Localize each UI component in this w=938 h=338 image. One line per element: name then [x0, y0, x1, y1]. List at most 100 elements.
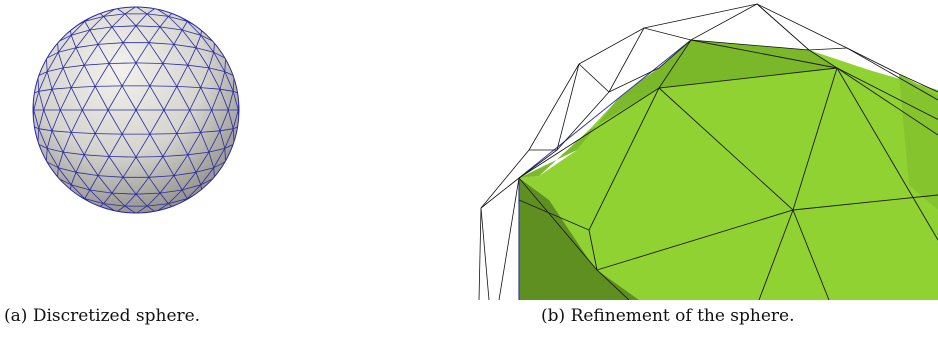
- sphere-mesh-edge: [111, 13, 126, 28]
- sphere-mesh-edge: [135, 177, 150, 195]
- sphere-mesh-edge: [59, 109, 72, 133]
- caption-b: (b) Refinement of the sphere.: [541, 306, 795, 326]
- sphere-mesh-edge: [147, 203, 169, 207]
- sphere-mesh-edge: [63, 151, 85, 156]
- sphere-mesh-edge: [70, 87, 83, 111]
- sphere-mesh-edge: [47, 148, 64, 153]
- caption-a: (a) Discretized sphere.: [4, 306, 200, 326]
- sphere-mesh-edge: [159, 26, 183, 31]
- refined-edge-blue-top: [518, 39, 692, 179]
- sphere-mesh-edge: [187, 151, 209, 156]
- sphere-mesh-edge: [148, 175, 174, 178]
- sphere-mesh-edge: [57, 151, 64, 168]
- sphere-mesh-edge: [51, 89, 61, 111]
- sphere-mesh-edge: [121, 109, 137, 135]
- sphere-mesh-edge: [46, 71, 53, 90]
- sphere-mesh-edge: [176, 65, 189, 87]
- sphere-mesh-edge: [195, 151, 210, 173]
- sphere-mesh-edge: [135, 193, 148, 207]
- sphere-mesh-edge: [121, 85, 137, 111]
- sphere-mesh-edge: [103, 13, 125, 17]
- sphere-mesh-edge: [213, 161, 226, 169]
- sphere-mesh-edge: [219, 130, 226, 149]
- sphere-mesh-edge: [195, 47, 210, 69]
- sphere-mesh-edge: [124, 13, 137, 27]
- sphere-mesh-edge: [38, 71, 48, 92]
- sphere-mesh-edge: [94, 63, 110, 87]
- sphere-mesh-edge: [51, 130, 72, 133]
- subfigure-b: (b) Refinement of the sphere.: [469, 0, 938, 338]
- sphere-mesh-edge: [163, 86, 178, 111]
- sphere-mesh-edge: [181, 21, 188, 31]
- sphere-mesh-edge: [62, 151, 77, 173]
- sphere-mesh-edge: [135, 25, 150, 43]
- sphere-mesh-edge: [195, 167, 214, 173]
- sphere-mesh-edge: [75, 44, 99, 49]
- sphere-mesh-edge: [224, 71, 234, 92]
- sphere-mesh-edge: [46, 161, 59, 169]
- sphere-mesh-edge: [176, 132, 201, 134]
- sphere-mesh-edge: [195, 172, 202, 185]
- sphere-mesh-edge: [200, 167, 215, 186]
- sphere-mesh-edge: [81, 86, 96, 111]
- sphere-mesh-edge: [159, 189, 183, 194]
- sphere-mesh-edge: [195, 47, 214, 53]
- sphere-mesh-edge: [208, 151, 215, 168]
- sphere-mesh-edge: [208, 67, 221, 90]
- sphere-mesh-edge: [176, 133, 189, 155]
- sphere-mesh-edge: [103, 203, 125, 207]
- sphere-mesh-edge: [163, 109, 178, 134]
- sphere-mesh-edge: [208, 52, 215, 69]
- sphere-mesh-edge: [121, 62, 137, 87]
- sphere-mesh-edge: [187, 132, 202, 155]
- sphere-mesh-edge: [200, 67, 210, 88]
- sphere-mesh-edge: [224, 58, 226, 72]
- sphere-mesh-edge: [46, 51, 59, 59]
- sphere-mesh-edge: [94, 109, 109, 134]
- sphere-mesh-edge: [57, 34, 72, 53]
- sphere-mesh-edge: [38, 128, 48, 149]
- sphere-mesh-edge: [232, 109, 239, 129]
- sphere-mesh-edge: [83, 133, 96, 155]
- sphere-mesh-edge: [89, 29, 99, 45]
- sphere-mesh-edge: [62, 67, 72, 88]
- discretized-sphere-illustration: [32, 6, 240, 214]
- sphere-mesh-edge: [58, 167, 77, 173]
- sphere-mesh-edge: [70, 35, 77, 48]
- sphere-mesh-edge: [62, 47, 77, 69]
- sphere-mesh-edge: [149, 85, 177, 87]
- sphere-mesh-edge: [98, 175, 124, 178]
- sphere-mesh-edge: [187, 154, 197, 173]
- sphere-mesh-edge: [211, 109, 221, 131]
- sphere-mesh-edge: [213, 148, 226, 168]
- sphere-mesh-edge: [162, 44, 175, 64]
- sphere-mesh-edge: [75, 171, 99, 176]
- sphere-mesh-edge: [46, 52, 59, 72]
- sphere-mesh-edge: [97, 156, 110, 176]
- sphere-mesh-edge: [159, 175, 175, 194]
- sphere-mesh-edge: [71, 132, 96, 134]
- caption-a-text: Discretized sphere.: [32, 306, 201, 326]
- sphere-mesh-edge: [70, 172, 77, 185]
- sphere-mesh-edge: [135, 7, 148, 15]
- sphere-mesh-edge: [46, 130, 53, 149]
- sphere-mesh-edge: [181, 189, 188, 199]
- sphere-mesh-edge: [38, 88, 53, 92]
- sphere-mesh-edge: [108, 133, 123, 157]
- sphere-mesh-edge: [89, 16, 104, 31]
- sphere-mesh-edge: [107, 109, 123, 135]
- sphere-mesh-edge: [135, 85, 151, 111]
- sphere-mesh-edge: [232, 91, 239, 111]
- sphere-mesh-edge: [149, 109, 165, 135]
- sphere-mesh-edge: [122, 42, 137, 64]
- sphere-mesh-edge: [111, 192, 137, 195]
- sphere-mesh-edge: [148, 156, 164, 178]
- sphere-mesh-edge: [84, 63, 110, 66]
- sphere-mesh-edge: [149, 63, 164, 87]
- refined-solid-right-face: [899, 74, 938, 210]
- sphere-mesh-edge: [168, 189, 183, 204]
- sphere-mesh-edge: [83, 154, 99, 176]
- sphere-mesh-edge: [147, 13, 169, 17]
- sphere-mesh-edge: [84, 21, 91, 31]
- sphere-mesh-edge: [135, 205, 148, 213]
